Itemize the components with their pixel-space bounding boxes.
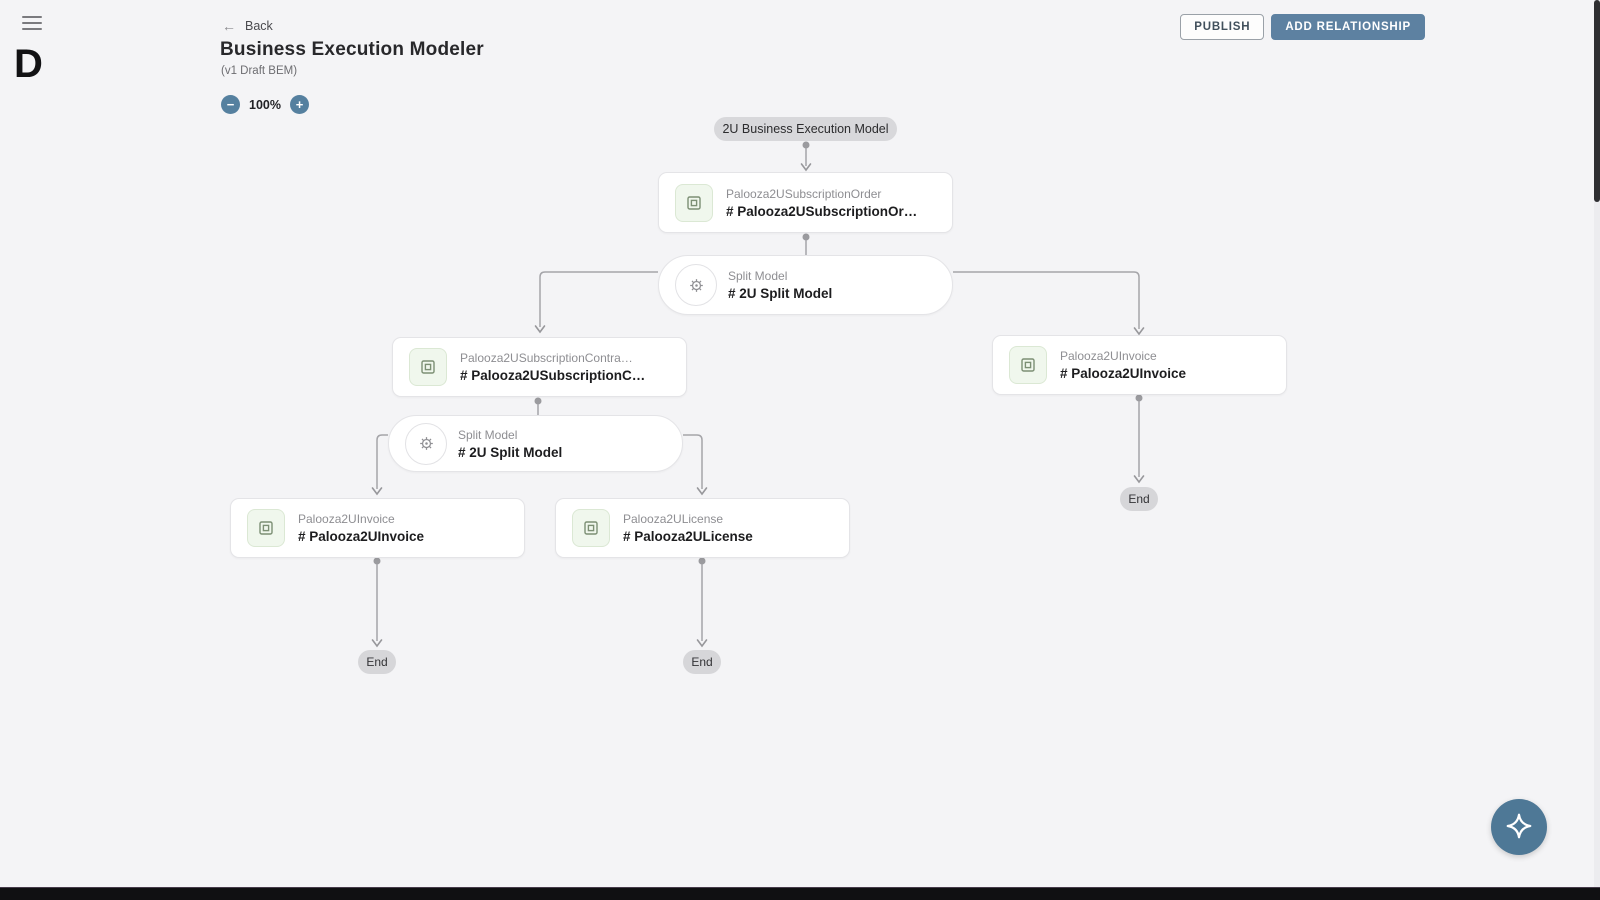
entity-node-invoice-left[interactable]: Palooza2UInvoice # Palooza2UInvoice: [230, 498, 525, 558]
vertical-scrollbar-thumb[interactable]: [1594, 0, 1600, 202]
node-name-label: # 2U Split Model: [728, 286, 833, 301]
node-type-label: Split Model: [728, 269, 788, 283]
entity-table-icon: [247, 509, 285, 547]
publish-button[interactable]: PUBLISH: [1180, 14, 1265, 40]
app-logo: D: [14, 42, 43, 86]
end-node: End: [358, 650, 396, 674]
end-node: End: [1120, 487, 1158, 511]
node-type-label: Split Model: [458, 427, 518, 442]
entity-node-subscription-contract[interactable]: Palooza2USubscriptionContra… # Palooza2U…: [392, 337, 687, 397]
entity-table-icon: [409, 348, 447, 386]
connector-invoice-right-to-end: [1133, 394, 1145, 484]
vertical-scrollbar-track: [1594, 0, 1600, 887]
zoom-level: 100%: [249, 97, 281, 112]
node-name-label: # Palooza2UInvoice: [1060, 366, 1187, 381]
page-title: Business Execution Modeler: [220, 39, 484, 60]
back-arrow-icon: ←: [222, 18, 236, 34]
zoom-out-button[interactable]: −: [221, 95, 240, 114]
node-type-label: Palooza2UInvoice: [298, 512, 395, 526]
node-name-label: # Palooza2UInvoice: [298, 529, 425, 544]
back-label: Back: [245, 19, 273, 33]
entity-node-license[interactable]: Palooza2ULicense # Palooza2ULicense: [555, 498, 850, 558]
node-type-label: Palooza2USubscriptionOrder: [726, 186, 882, 201]
zoom-in-button[interactable]: +: [289, 95, 309, 114]
back-button[interactable]: ← Back: [222, 18, 273, 34]
sparkle-icon: [1504, 811, 1534, 844]
end-node: End: [683, 650, 721, 674]
connector-split2-to-invoice-left: [371, 434, 388, 496]
connector-invoice-left-to-end: [371, 557, 383, 648]
menu-hamburger-icon[interactable]: [22, 16, 42, 30]
root-model-node[interactable]: 2U Business Execution Model: [714, 117, 897, 141]
gear-icon: [675, 264, 717, 306]
split-node-1[interactable]: Split Model # 2U Split Model: [658, 255, 953, 315]
bottom-bar: [0, 887, 1600, 900]
connector-order-to-split1: [802, 233, 810, 255]
entity-table-icon: [1009, 346, 1047, 384]
entity-node-invoice-right[interactable]: Palooza2UInvoice # Palooza2UInvoice: [992, 335, 1287, 395]
connector-split2-to-license: [683, 434, 708, 496]
page-subtitle: (v1 Draft BEM): [221, 65, 298, 77]
entity-table-icon: [572, 509, 610, 547]
node-name-label: # 2U Split Model: [458, 444, 563, 460]
toolbar: PUBLISH ADD RELATIONSHIP: [1180, 14, 1425, 40]
node-type-label: Palooza2ULicense: [623, 512, 724, 526]
entity-node-subscription-order[interactable]: Palooza2USubscriptionOrder # Palooza2USu…: [658, 172, 953, 233]
node-name-label: # Palooza2USubscriptionC…: [460, 368, 646, 383]
add-relationship-button[interactable]: ADD RELATIONSHIP: [1271, 14, 1425, 40]
zoom-controls: − 100% +: [221, 95, 309, 114]
connector-split1-to-invoice-right: [953, 271, 1145, 336]
gear-icon: [405, 422, 447, 465]
connector-root-to-order: [800, 141, 812, 172]
node-type-label: Palooza2UInvoice: [1060, 349, 1157, 363]
connector-split1-to-contract: [534, 271, 658, 334]
split-node-2[interactable]: Split Model # 2U Split Model: [388, 415, 683, 472]
node-name-label: # Palooza2ULicense: [623, 529, 753, 544]
connector-contract-to-split2: [534, 397, 542, 415]
node-name-label: # Palooza2USubscriptionOr…: [726, 203, 918, 219]
assistant-fab-button[interactable]: [1491, 799, 1547, 855]
connector-license-to-end: [696, 557, 708, 648]
node-type-label: Palooza2USubscriptionContra…: [460, 351, 633, 365]
entity-table-icon: [675, 183, 713, 222]
